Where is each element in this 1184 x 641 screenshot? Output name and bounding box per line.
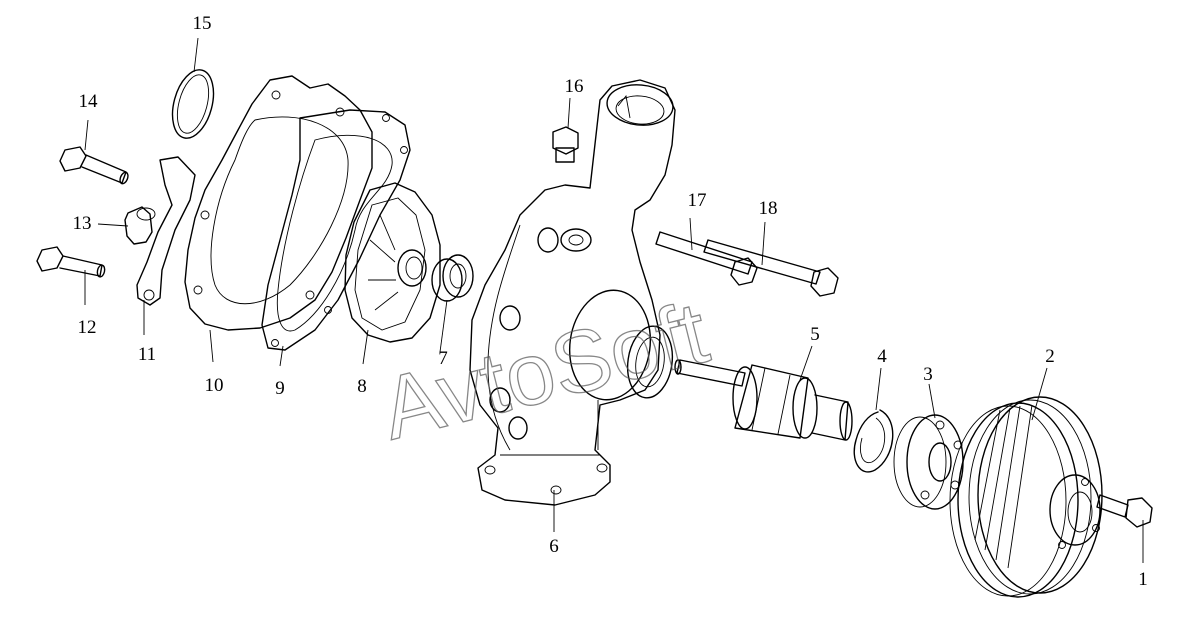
- part-plug: [124, 206, 156, 245]
- callout-10: 10: [205, 375, 224, 396]
- callout-3: 3: [923, 364, 933, 385]
- part-gasket: [261, 109, 411, 351]
- part-drain-plug: [552, 126, 579, 163]
- leader-lines: [84, 37, 1144, 563]
- part-rear-cover: [184, 75, 373, 331]
- part-snap-ring: [853, 409, 894, 473]
- callout-13: 13: [73, 213, 92, 234]
- callout-5: 5: [810, 324, 820, 345]
- part-shaft-bearing: [674, 359, 853, 441]
- callout-12: 12: [78, 317, 97, 338]
- callout-9: 9: [275, 378, 285, 399]
- part-upper-bolt: [59, 146, 129, 185]
- part-hub-flange: [893, 414, 964, 510]
- callout-4: 4: [877, 346, 887, 367]
- part-pulley-bolt: [1096, 494, 1153, 528]
- part-bracket: [136, 156, 196, 306]
- part-seal: [431, 254, 474, 302]
- callout-6: 6: [549, 536, 559, 557]
- callout-17: 17: [688, 190, 707, 211]
- callout-16: 16: [565, 76, 584, 97]
- part-impeller: [344, 182, 441, 343]
- watermark: AvtoSoft: [372, 282, 717, 458]
- part-long-stud: [655, 231, 758, 286]
- callout-8: 8: [357, 376, 367, 397]
- callout-18: 18: [759, 198, 778, 219]
- callout-14: 14: [79, 91, 99, 112]
- part-pump-housing: [469, 79, 676, 506]
- callout-7: 7: [438, 348, 448, 369]
- callout-15: 15: [193, 13, 212, 34]
- callout-11: 11: [138, 344, 156, 365]
- callout-1: 1: [1138, 569, 1148, 590]
- callout-2: 2: [1045, 346, 1055, 367]
- part-o-ring: [171, 69, 215, 139]
- part-pulley: [949, 396, 1103, 598]
- part-lower-bolt: [36, 246, 106, 278]
- part-short-stud: [703, 239, 839, 297]
